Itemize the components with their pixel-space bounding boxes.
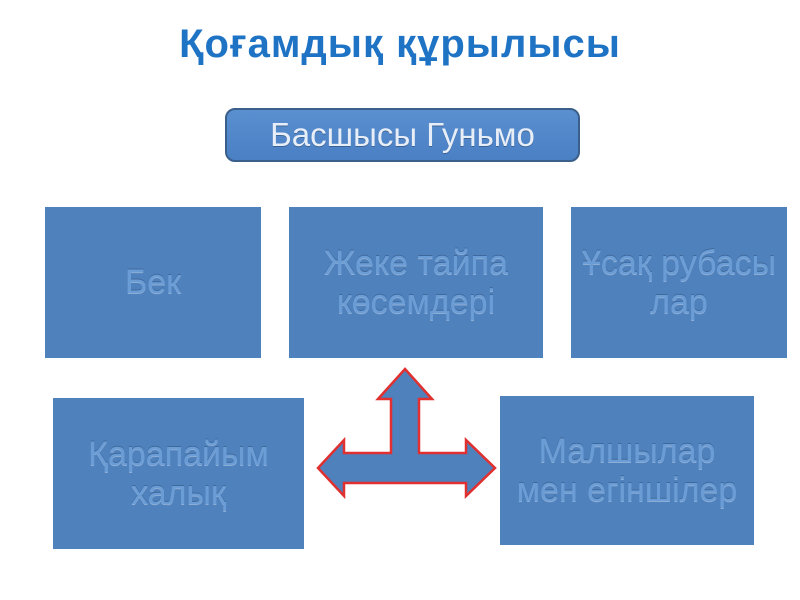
- node-small-family-heads-label: Ұсақ рубасылар: [581, 244, 777, 321]
- node-bek: Бек: [45, 207, 261, 358]
- node-herders-farmers: Малшылар мен егіншілер: [500, 396, 754, 545]
- slide-title: Қоғамдық құрылысы: [179, 22, 621, 66]
- node-common-people: Қарапайым халық: [53, 398, 304, 549]
- node-small-family-heads: Ұсақ рубасылар: [571, 207, 787, 358]
- three-way-arrow-shape: [316, 367, 497, 500]
- three-way-arrow-icon: [316, 367, 497, 500]
- top-node-head: Басшысы Гуньмо: [225, 108, 580, 162]
- node-tribe-leaders: Жеке тайпа көсемдері: [289, 207, 543, 358]
